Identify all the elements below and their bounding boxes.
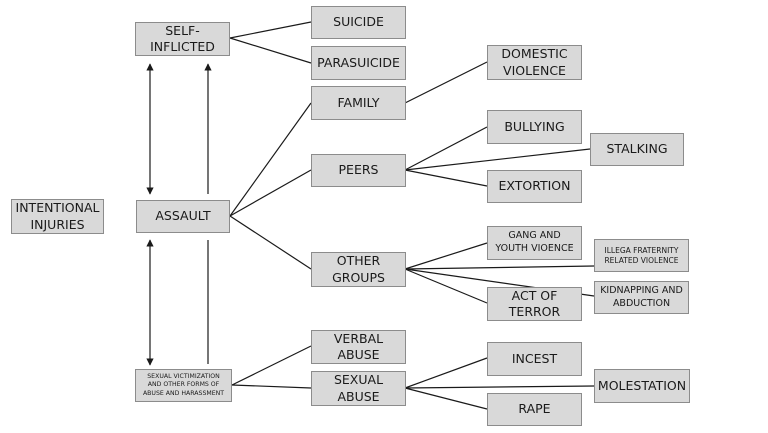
node-verbal-abuse: VERBAL ABUSE — [311, 330, 406, 364]
line-groups-gang — [404, 242, 488, 270]
node-kidnapping-abduction: KIDNAPPING AND ABDUCTION — [594, 281, 689, 314]
line-sexual-incest — [404, 357, 488, 389]
node-sexual-victimization: SEXUAL VICTIMIZATION AND OTHER FORMS OF … — [135, 369, 232, 402]
node-suicide: SUICIDE — [311, 6, 406, 39]
line-sexual-rape — [404, 387, 488, 410]
node-sexual-abuse: SEXUAL ABUSE — [311, 371, 406, 406]
node-intentional-injuries: INTENTIONAL INJURIES — [11, 199, 104, 234]
node-bullying: BULLYING — [487, 110, 582, 144]
line-peers-bullying — [404, 126, 488, 171]
node-fraternity-violence: ILLEGA FRATERNITY RELATED VIOLENCE — [594, 239, 689, 272]
line-assault-groups — [229, 215, 312, 270]
line-groups-terror — [404, 268, 488, 304]
node-molestation: MOLESTATION — [594, 369, 690, 403]
line-self-suicide — [229, 21, 312, 39]
node-act-of-terror: ACT OF TERROR — [487, 287, 582, 321]
node-domestic-violence: DOMESTIC VIOLENCE — [487, 45, 582, 80]
node-assault: ASSAULT — [136, 200, 230, 233]
node-peers: PEERS — [311, 154, 406, 187]
line-sv-verbal — [231, 345, 312, 386]
line-sv-sexual — [231, 384, 312, 389]
node-other-groups: OTHER GROUPS — [311, 252, 406, 287]
line-peers-extortion — [404, 169, 488, 187]
node-incest: INCEST — [487, 342, 582, 376]
node-rape: RAPE — [487, 393, 582, 426]
line-groups-fraternity — [404, 265, 595, 270]
node-gang-youth-violence: GANG AND YOUTH VIOENCE — [487, 226, 582, 260]
line-peers-stalking — [404, 148, 591, 171]
line-self-parasuicide — [229, 37, 312, 64]
line-assault-peers — [229, 169, 312, 217]
node-parasuicide: PARASUICIDE — [311, 46, 406, 80]
node-stalking: STALKING — [590, 133, 684, 166]
node-family: FAMILY — [311, 86, 406, 120]
node-self-inflicted: SELF- INFLICTED — [135, 22, 230, 56]
line-sexual-molestation — [404, 385, 595, 389]
node-extortion: EXTORTION — [487, 170, 582, 203]
line-assault-family — [229, 102, 312, 217]
line-family-domestic — [404, 61, 488, 104]
